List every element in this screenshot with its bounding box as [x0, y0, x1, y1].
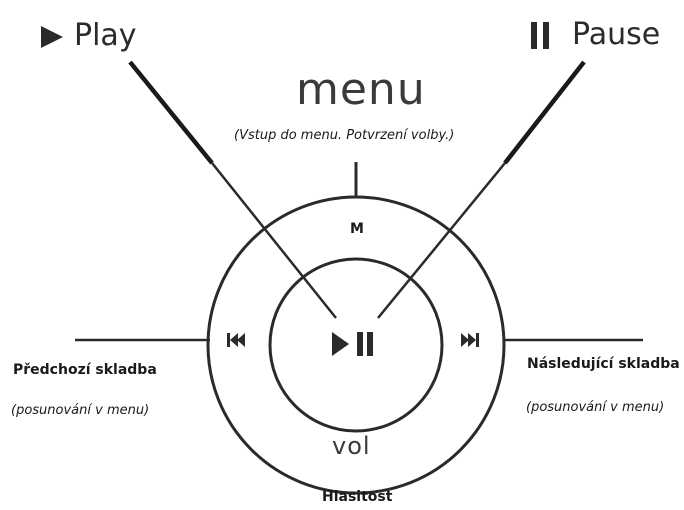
play-leader-line-upper — [128, 60, 214, 165]
menu-title: menu — [296, 64, 426, 115]
play-pause-icon[interactable] — [332, 332, 373, 356]
play-icon — [41, 26, 63, 48]
pause-leader-line-lower — [377, 162, 506, 319]
previous-track-hint: (posunování v menu) — [11, 403, 150, 418]
volume-label: Hlasitost — [322, 489, 393, 505]
pause-leader-line-upper — [503, 60, 586, 165]
next-track-title: Následující skladba — [527, 356, 680, 372]
menu-hint: (Vstup do menu. Potvrzení volby.) — [234, 128, 455, 143]
previous-track-icon[interactable] — [227, 333, 245, 347]
volume-key[interactable]: vol — [332, 432, 371, 460]
pause-icon — [531, 22, 549, 49]
menu-button-key[interactable]: M — [350, 221, 364, 237]
previous-track-title: Předchozí skladba — [13, 362, 157, 378]
next-track-hint: (posunování v menu) — [526, 400, 665, 415]
play-label: Play — [74, 18, 137, 53]
center-button-ring — [268, 257, 444, 433]
next-track-icon[interactable] — [461, 333, 479, 347]
play-leader-line-lower — [211, 162, 337, 319]
pause-label: Pause — [572, 17, 661, 52]
